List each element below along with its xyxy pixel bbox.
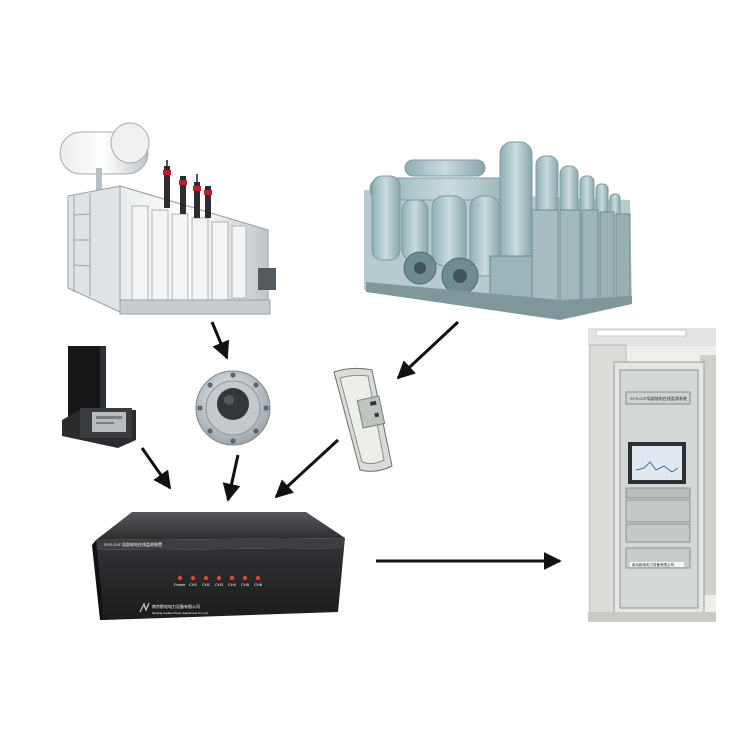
unit-company-label-en: Nanjing Oudian Power Equipment Co.,Ltd bbox=[152, 611, 208, 615]
gis-image bbox=[364, 141, 632, 320]
transformer-bushings bbox=[163, 160, 212, 218]
led-ch3 bbox=[216, 575, 222, 581]
led-ch5 bbox=[242, 575, 248, 581]
monitoring-cabinet-image: SYS-GJF局部放电在线监测系统 南京欧电电力设备有限公司 bbox=[588, 328, 716, 622]
arrow-external-sensor-to-unit bbox=[140, 447, 172, 490]
acquisition-unit-image: SYS-GJF 局部放电在线监测装置 Power CH1 CH2 CH3 CH4… bbox=[92, 512, 345, 620]
curved-sensor-image bbox=[333, 367, 393, 472]
cabinet-top-label: SYS-GJF局部放电在线监测系统 bbox=[630, 395, 687, 401]
unit-model-label: SYS-GJF 局部放电在线监测装置 bbox=[104, 541, 162, 547]
arrow-gis-to-curved-sensor bbox=[396, 320, 460, 380]
led-ch1 bbox=[190, 575, 196, 581]
signal-arrows bbox=[140, 320, 562, 570]
transformer-tank bbox=[67, 185, 276, 315]
external-sensor-image bbox=[62, 346, 136, 448]
label-power: Power bbox=[174, 582, 186, 587]
arrow-transformer-to-disc-sensor bbox=[210, 321, 230, 360]
led-ch4 bbox=[229, 575, 235, 581]
label-ch3: CH3 bbox=[215, 582, 224, 587]
arrow-disc-sensor-to-unit bbox=[222, 454, 241, 502]
label-ch5: CH5 bbox=[241, 582, 250, 587]
company-logo-icon bbox=[139, 602, 150, 613]
led-ch6 bbox=[255, 575, 261, 581]
cabinet-bottom-label: 南京欧电电力设备有限公司 bbox=[632, 562, 674, 567]
unit-company-label: 南京欧电电力设备有限公司 bbox=[152, 603, 200, 609]
label-ch2: CH2 bbox=[202, 582, 211, 587]
led-power bbox=[177, 575, 183, 581]
transformer-image bbox=[59, 122, 276, 315]
led-ch2 bbox=[203, 575, 209, 581]
label-ch1: CH1 bbox=[189, 582, 198, 587]
label-ch4: CH4 bbox=[228, 582, 237, 587]
indicator-leds bbox=[177, 575, 261, 581]
arrow-curved-sensor-to-unit bbox=[274, 438, 340, 499]
disc-sensor-image bbox=[195, 370, 271, 446]
conservator-tank bbox=[59, 122, 150, 198]
label-ch6: CH6 bbox=[254, 582, 263, 587]
